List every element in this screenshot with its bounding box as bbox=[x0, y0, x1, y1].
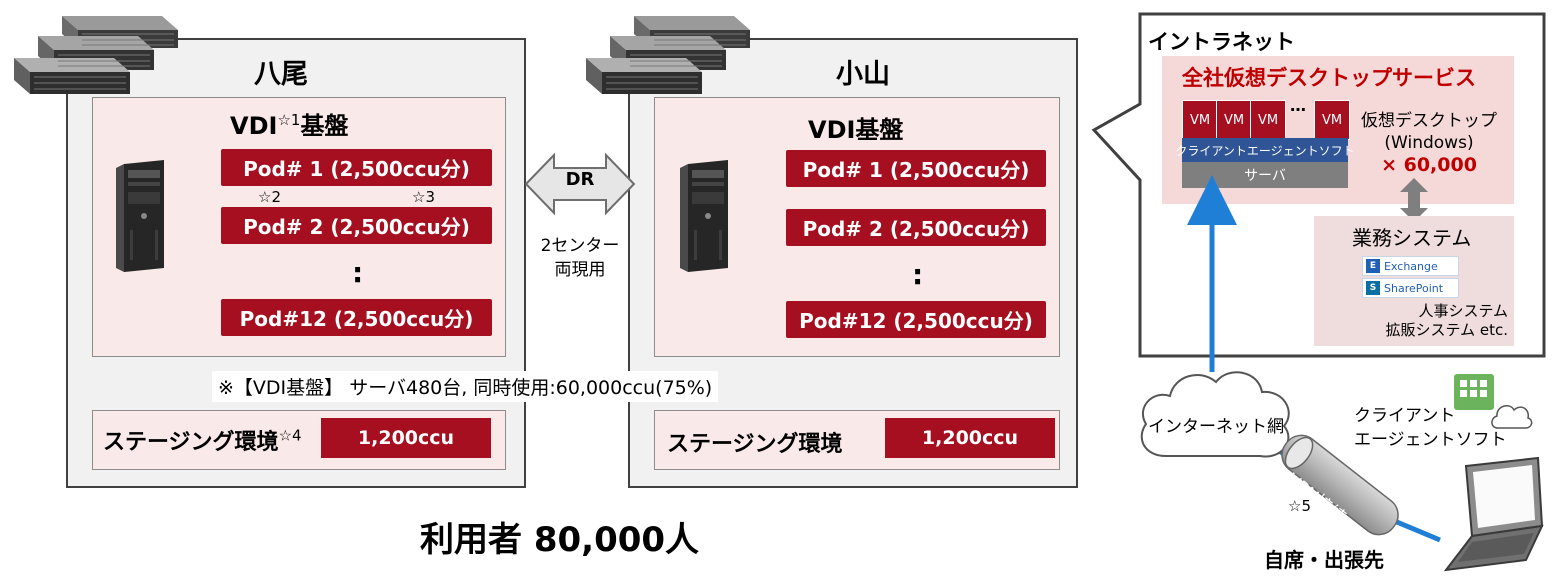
vdi-title-suffix: 基盤 bbox=[300, 112, 349, 140]
site-title: 八尾 bbox=[254, 59, 308, 90]
vd-label-line: (Windows) bbox=[1384, 133, 1474, 153]
pod-box: Pod# 1 (2,500ccu分) bbox=[786, 150, 1046, 187]
star-marker: ☆2 bbox=[258, 188, 281, 206]
server-rack-icon bbox=[586, 16, 750, 94]
pod-ellipsis: : bbox=[912, 258, 924, 291]
pod-ellipsis: : bbox=[352, 256, 364, 289]
dr-double-arrow-icon bbox=[524, 152, 636, 216]
tower-server-icon bbox=[116, 160, 164, 272]
tower-server-icon bbox=[680, 160, 728, 272]
pod-box: Pod# 2 (2,500ccu分) bbox=[221, 207, 492, 244]
sharepoint-logo: S SharePoint bbox=[1362, 278, 1459, 298]
star-marker: ☆5 bbox=[1288, 497, 1311, 515]
dr-caption-line: 2センター bbox=[540, 236, 620, 256]
server-rack-icon bbox=[14, 16, 178, 94]
exchange-icon: E bbox=[1366, 259, 1380, 273]
cloud-icon bbox=[1140, 371, 1290, 458]
pod-box: Pod# 1 (2,500ccu分) bbox=[221, 149, 492, 186]
star-marker: ☆3 bbox=[412, 188, 435, 206]
business-title: 業務システム bbox=[1352, 226, 1472, 250]
staging-label: ステージング環境 bbox=[667, 432, 843, 457]
vd-label-line: 仮想デスクトップ bbox=[1361, 111, 1497, 131]
staging-ccu: 1,200ccu bbox=[885, 418, 1055, 458]
exchange-logo: E Exchange bbox=[1362, 256, 1459, 276]
star-marker: ☆4 bbox=[278, 426, 302, 445]
internet-label: インターネット網 bbox=[1148, 417, 1284, 437]
laptop-icon bbox=[1443, 456, 1544, 572]
vdi-title: VDI☆1基盤 bbox=[230, 106, 348, 141]
location-label: 自席・出張先 bbox=[1264, 548, 1384, 572]
vm-ellipsis: … bbox=[1290, 96, 1306, 115]
client-agent-line: クライアント bbox=[1354, 406, 1456, 426]
dr-caption: 2センター 両現用 bbox=[522, 234, 638, 282]
dr-label: DR bbox=[565, 169, 595, 190]
staging-label-text: ステージング環境 bbox=[103, 430, 279, 455]
vd-count: × 60,000 bbox=[1381, 154, 1477, 176]
business-sub-line: 人事システム bbox=[1418, 302, 1508, 320]
dr-caption-line: 両現用 bbox=[554, 260, 606, 280]
virtual-desktop-label: 仮想デスクトップ (Windows) × 60,000 bbox=[1354, 110, 1504, 176]
vdi-title: VDI基盤 bbox=[808, 116, 904, 144]
vm-box: VM bbox=[1314, 100, 1350, 140]
pod-box: Pod#12 (2,500ccu分) bbox=[221, 299, 492, 336]
vdi-title-text: VDI bbox=[230, 112, 278, 140]
vertical-double-arrow-icon bbox=[1400, 178, 1428, 222]
exchange-label: Exchange bbox=[1384, 259, 1438, 273]
app-grid-icon bbox=[1454, 374, 1494, 410]
vdi-note: ※【VDI基盤】 サーバ480台, 同時使用:60,000ccu(75%) bbox=[212, 371, 719, 402]
staging-label: ステージング環境☆4 bbox=[103, 424, 302, 456]
vpn-tunnel-icon bbox=[1281, 434, 1399, 536]
business-sub: 人事システム 拡販システム etc. bbox=[1330, 302, 1508, 340]
agent-layer: クライアントエージェントソフト bbox=[1175, 138, 1355, 162]
business-sub-line: 拡販システム etc. bbox=[1385, 321, 1508, 339]
small-cloud-icon bbox=[1491, 405, 1533, 429]
service-title: 全社仮想デスクトップサービス bbox=[1182, 66, 1476, 90]
pod-box: Pod# 2 (2,500ccu分) bbox=[786, 209, 1046, 246]
staging-ccu: 1,200ccu bbox=[321, 418, 491, 458]
star-marker: ☆1 bbox=[277, 111, 301, 129]
users-total: 利用者 80,000人 bbox=[420, 520, 700, 560]
vm-stack: VM VM VM … VM クライアントエージェントソフト サーバ bbox=[1175, 96, 1362, 196]
site-title: 小山 bbox=[836, 59, 890, 90]
sharepoint-label: SharePoint bbox=[1384, 281, 1444, 295]
sharepoint-icon: S bbox=[1366, 281, 1380, 295]
vm-box: VM bbox=[1216, 100, 1252, 140]
intranet-title: イントラネット bbox=[1148, 30, 1295, 54]
client-agent-label: クライアント エージェントソフト bbox=[1354, 404, 1507, 452]
client-agent-line: エージェントソフト bbox=[1354, 430, 1507, 450]
pod-box: Pod#12 (2,500ccu分) bbox=[786, 301, 1046, 338]
